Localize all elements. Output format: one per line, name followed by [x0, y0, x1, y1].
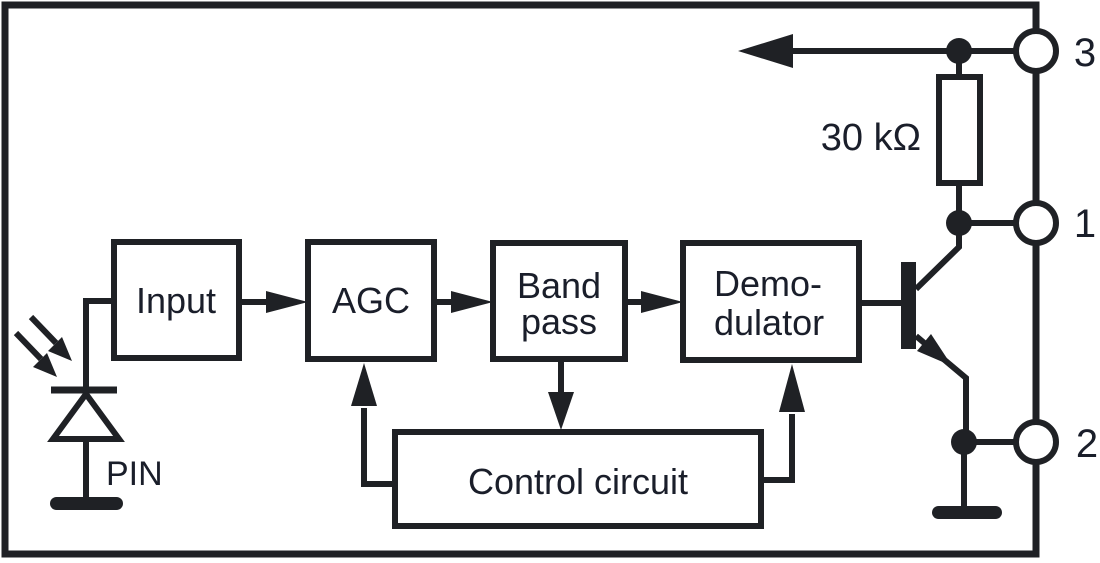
- transistor-base-bar: [901, 262, 916, 349]
- arrow-input-to-agc: [239, 291, 308, 313]
- arrow-control-to-demodulator: [761, 364, 805, 483]
- light-ray-arrows-icon: [13, 314, 72, 377]
- junction-dot-emitter: [951, 429, 977, 455]
- transistor-emitter-arrow: [917, 334, 952, 366]
- demodulator-block: [680, 240, 862, 363]
- pin-3-terminal: [1013, 28, 1059, 74]
- pin-2-terminal: [1013, 419, 1059, 465]
- control-circuit-label: Control circuit: [468, 461, 688, 502]
- photodiode-to-input-wire: [83, 298, 114, 390]
- photodiode-label: PIN: [106, 455, 163, 493]
- pin-2-label: 2: [1076, 422, 1098, 466]
- demodulator-label-line1: Demo-: [714, 263, 822, 304]
- resistor-body: [936, 74, 983, 186]
- demodulator-label-line2: dulator: [714, 302, 824, 343]
- resistor-value-label: 30 kΩ: [821, 117, 921, 159]
- arrow-agc-to-band-pass: [434, 291, 493, 313]
- npn-transistor-icon: [901, 223, 969, 442]
- ground-icon: [932, 506, 1002, 519]
- junction-dot-collector: [946, 210, 972, 236]
- arrow-band-pass-to-demodulator: [625, 291, 683, 313]
- agc-block: [305, 239, 437, 362]
- pullup-resistor-icon: [936, 51, 983, 223]
- output-arrow: [738, 34, 959, 68]
- junction-dot-top: [946, 38, 972, 64]
- arrow-control-to-agc: [351, 363, 395, 487]
- photodiode-triangle: [47, 388, 125, 442]
- ground-icon: [50, 497, 123, 510]
- module-outline: [1, 1, 1040, 558]
- arrow-band-pass-to-control: [548, 359, 574, 430]
- band-pass-label-line1: Band: [517, 265, 601, 306]
- pin-3-label: 3: [1074, 31, 1096, 75]
- pin-1-label: 1: [1074, 202, 1096, 246]
- pin-photodiode-icon: [13, 298, 125, 510]
- agc-block-label: AGC: [332, 280, 410, 321]
- band-pass-label-line2: pass: [521, 301, 597, 342]
- control-circuit-block: [392, 429, 764, 529]
- pin-1-terminal: [1013, 200, 1059, 246]
- input-block-label: Input: [136, 280, 216, 321]
